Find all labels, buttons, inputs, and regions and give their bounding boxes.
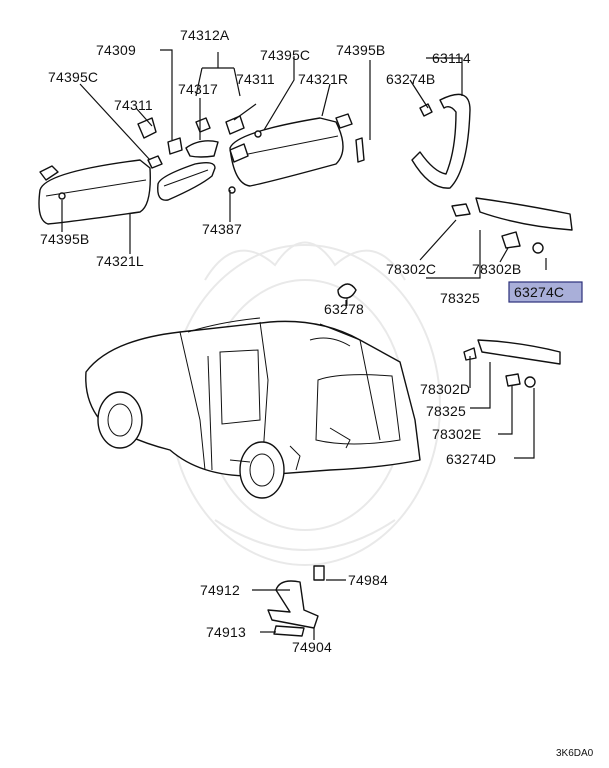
label-74395c-left: 74395C xyxy=(48,69,98,85)
label-78302b: 78302B xyxy=(472,261,521,277)
label-74317: 74317 xyxy=(178,81,218,97)
label-74311-mid: 74311 xyxy=(236,71,275,87)
label-74984: 74984 xyxy=(348,572,388,588)
label-74311-left: 74311 xyxy=(114,97,153,113)
clip-63278 xyxy=(337,283,357,306)
label-74309: 74309 xyxy=(96,42,136,58)
label-74395b-left: 74395B xyxy=(40,231,89,247)
label-63274b: 63274B xyxy=(386,71,435,87)
label-63278: 63278 xyxy=(324,301,364,317)
label-74904: 74904 xyxy=(292,639,332,655)
sun-visor-right xyxy=(228,113,365,194)
sun-visor-left xyxy=(38,155,163,225)
label-78302c: 78302C xyxy=(386,261,436,277)
label-74321r: 74321R xyxy=(298,71,348,87)
label-74913: 74913 xyxy=(206,624,246,640)
part-labels: 74309 74312A 74395C 74395B 63114 74395C … xyxy=(40,27,594,759)
bracket-74904 xyxy=(267,565,325,637)
assist-grip-lower xyxy=(463,339,561,388)
diagram-code: 3K6DA0 xyxy=(556,748,594,759)
label-74395c-top: 74395C xyxy=(260,47,310,63)
label-78302e: 78302E xyxy=(432,426,481,442)
label-74395b-top: 74395B xyxy=(336,42,385,58)
label-74912: 74912 xyxy=(200,582,240,598)
label-74312a: 74312A xyxy=(180,27,230,43)
grab-handle-63114 xyxy=(411,93,471,189)
label-78325-right: 78325 xyxy=(426,403,466,419)
leader-lines xyxy=(61,49,547,640)
label-78325-top: 78325 xyxy=(440,290,480,306)
label-63274c[interactable]: 63274C xyxy=(514,284,564,300)
label-74387: 74387 xyxy=(202,221,242,237)
label-78302d: 78302D xyxy=(420,381,470,397)
highlight-box-63274c xyxy=(508,281,583,303)
assist-grip-upper xyxy=(451,197,573,254)
label-63274d: 63274D xyxy=(446,451,496,467)
label-74321l: 74321L xyxy=(96,253,144,269)
label-63114: 63114 xyxy=(432,50,471,66)
vehicle-body xyxy=(85,317,421,499)
